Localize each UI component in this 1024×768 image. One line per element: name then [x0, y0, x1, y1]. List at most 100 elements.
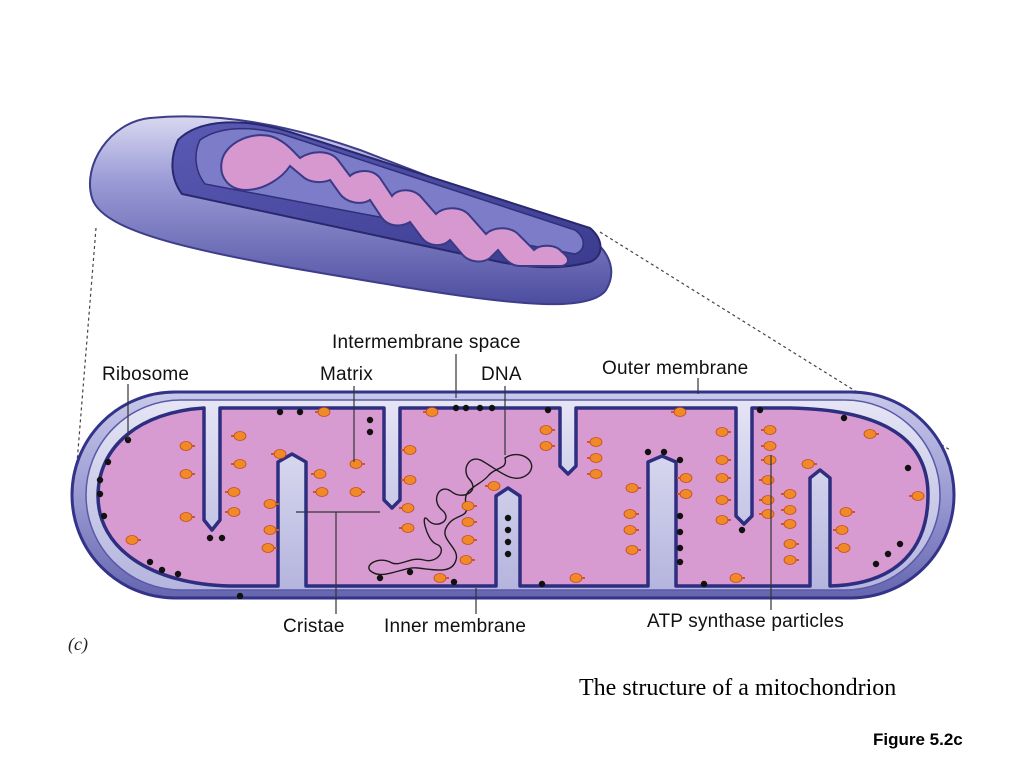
- figure-caption: The structure of a mitochondrion: [579, 675, 897, 701]
- atp-synthase-particle: [485, 481, 501, 491]
- ribosome-dot: [104, 458, 112, 466]
- atp-synthase-particle: [781, 505, 797, 515]
- atp-synthase-particle: [461, 501, 477, 511]
- ribosome-dot: [504, 550, 512, 558]
- atp-synthase-particle: [761, 441, 777, 451]
- atp-synthase-particle: [909, 491, 925, 501]
- ribosome-dot: [236, 592, 244, 600]
- atp-synthase-particle: [781, 519, 797, 529]
- atp-synthase-particle: [801, 459, 817, 469]
- label-cristae: Cristae: [283, 616, 345, 637]
- ribosome-dot: [660, 448, 668, 456]
- atp-synthase-particle: [761, 425, 777, 435]
- atp-synthase-particle: [715, 455, 731, 465]
- atp-synthase-particle: [311, 469, 327, 479]
- ribosome-dot: [296, 408, 304, 416]
- ribosome-dot: [96, 490, 104, 498]
- atp-synthase-particle: [715, 515, 731, 525]
- ribosome-dot: [738, 526, 746, 534]
- atp-synthase-particle: [625, 545, 641, 555]
- atp-synthase-particle: [459, 555, 475, 565]
- atp-synthase-particle: [179, 441, 195, 451]
- ribosome-dot: [676, 558, 684, 566]
- ribosome-dot: [376, 574, 384, 582]
- atp-synthase-particle: [401, 445, 417, 455]
- panel-letter: (c): [68, 634, 88, 654]
- ribosome-dot: [840, 414, 848, 422]
- ribosome-dot: [904, 464, 912, 472]
- figure-reference: Figure 5.2c: [873, 730, 963, 749]
- ribosome-dot: [504, 514, 512, 522]
- atp-synthase-particle: [225, 487, 241, 497]
- ribosome-dot: [450, 578, 458, 586]
- atp-synthase-particle: [569, 573, 585, 583]
- ribosome-dot: [158, 566, 166, 574]
- ribosome-dot: [676, 512, 684, 520]
- atp-synthase-particle: [261, 543, 277, 553]
- atp-synthase-particle: [399, 523, 415, 533]
- label-intermembrane-space: Intermembrane space: [332, 332, 521, 353]
- atp-synthase-particle: [433, 573, 449, 583]
- atp-synthase-particle: [715, 427, 731, 437]
- matrix-3d: [220, 134, 569, 267]
- atp-synthase-particle: [715, 473, 731, 483]
- ribosome-dot: [218, 534, 226, 542]
- atp-synthase-particle: [401, 475, 417, 485]
- atp-synthase-particle: [399, 503, 415, 513]
- atp-synthase-particle: [587, 453, 603, 463]
- atp-synthase-particle: [263, 525, 279, 535]
- label-inner-membrane: Inner membrane: [384, 616, 527, 637]
- atp-synthase-particle: [461, 517, 477, 527]
- ribosome-dot: [884, 550, 892, 558]
- atp-synthase-particle: [125, 535, 141, 545]
- atp-synthase-particle: [587, 469, 603, 479]
- atp-synthase-particle: [349, 487, 365, 497]
- ribosome-dot: [504, 538, 512, 546]
- leader-lines: [127, 354, 772, 614]
- ribosome-dot: [406, 568, 414, 576]
- leader-cristae: [296, 511, 380, 614]
- atp-synthase-particle: [539, 425, 555, 435]
- atp-synthase-particle: [587, 437, 603, 447]
- atp-synthase-particle: [623, 509, 639, 519]
- mitochondrion-cross-section: [70, 390, 956, 600]
- atp-synthase-particle: [783, 539, 799, 549]
- ribosome-dot: [544, 406, 552, 414]
- atp-synthase-particle: [231, 459, 247, 469]
- dna-strand: [368, 453, 533, 576]
- atp-synthase-particle: [349, 459, 365, 469]
- atp-synthase-particle: [231, 431, 247, 441]
- label-outer-membrane: Outer membrane: [602, 358, 749, 379]
- ribosome-dot: [462, 404, 470, 412]
- atp-synthase-particle: [677, 489, 693, 499]
- atp-synthase-particle: [677, 473, 693, 483]
- ribosome-dot: [896, 540, 904, 548]
- ribosome-dot: [476, 404, 484, 412]
- ribosome-dot: [700, 580, 708, 588]
- ribosome-dot: [146, 558, 154, 566]
- label-ribosome: Ribosome: [102, 364, 190, 385]
- atp-synthase-particle: [863, 429, 879, 439]
- atp-synthase-particle: [179, 512, 195, 522]
- ribosome-dot: [504, 526, 512, 534]
- atp-synthase-particle: [833, 525, 849, 535]
- atp-synthase-particle: [625, 483, 641, 493]
- ribosome-dot: [366, 416, 374, 424]
- atp-synthase-particle: [729, 573, 745, 583]
- ribosome-dot: [366, 428, 374, 436]
- label-dna: DNA: [481, 364, 522, 385]
- atp-synthase-particle: [539, 441, 555, 451]
- atp-synthase-particle: [781, 489, 797, 499]
- atp-synthase-particle: [423, 407, 439, 417]
- ribosome-dot: [676, 528, 684, 536]
- label-atp-synthase: ATP synthase particles: [647, 611, 844, 632]
- ribosome-dot: [644, 448, 652, 456]
- ribosome-dot: [206, 534, 214, 542]
- label-matrix: Matrix: [320, 364, 373, 385]
- ribosome-dot: [174, 570, 182, 578]
- atp-synthase-particle: [271, 449, 287, 459]
- ribosome-dot: [676, 456, 684, 464]
- ribosome-dot: [96, 476, 104, 484]
- ribosome-dot: [276, 408, 284, 416]
